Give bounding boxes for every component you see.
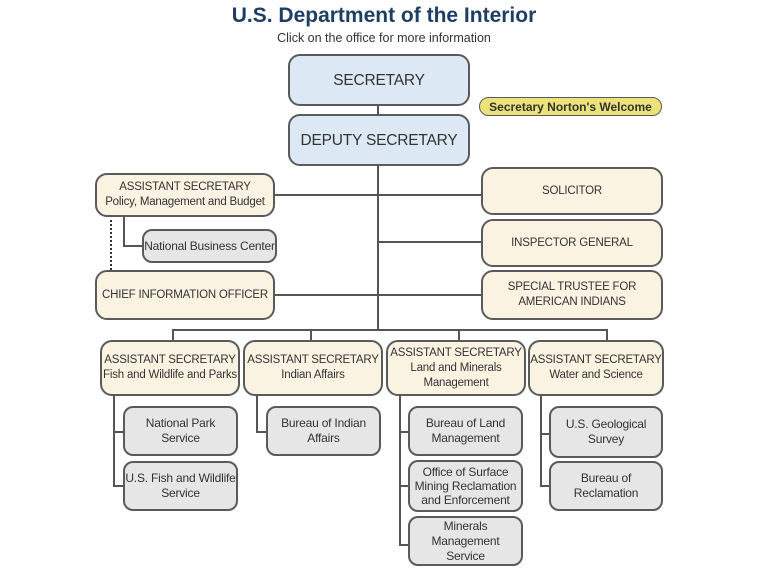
bureau-label: Office of Surface [422,465,509,479]
secretary-welcome-button[interactable]: Secretary Norton's Welcome [479,97,662,116]
connector-line [113,431,124,433]
deputy-secretary-label: DEPUTY SECRETARY [300,131,458,149]
asst-sec-sub: Fish and Wildlife and Parks [103,369,237,381]
connector-line [113,395,115,486]
fish-wildlife-service-box[interactable]: U.S. Fish and Wildlife Service [123,461,238,511]
bureau-label: Bureau of Land [425,416,506,430]
connector-line [172,329,608,331]
trustee-line2: AMERICAN INDIANS [518,296,626,308]
connector-line [399,395,401,546]
connector-line [377,105,379,115]
minerals-management-service-box[interactable]: Minerals Management Service [408,516,523,566]
page-subtitle: Click on the office for more information [277,31,491,45]
nbc-label: National Business Center [144,238,275,253]
asst-sec-fwp-box[interactable]: ASSISTANT SECRETARY Fish and Wildlife an… [100,340,240,396]
connector-line [540,485,550,487]
connector-line [606,329,608,341]
connector-line [113,485,124,487]
connector-line [399,485,409,487]
bureau-label: Bureau of Reclamation [573,471,639,500]
usgs-box[interactable]: U.S. Geological Survey [549,406,663,458]
solicitor-box[interactable]: SOLICITOR [481,167,663,215]
page-title: U.S. Department of the Interior [231,4,537,27]
connector-line [377,241,482,243]
connector-line [399,431,409,433]
connector-line [256,431,268,433]
bureau-label-2: Mining Reclamation [414,479,517,493]
secretary-box[interactable]: SECRETARY [288,54,470,106]
connector-line [310,329,312,341]
connector-line [377,165,379,330]
asst-sec-sub: Water and Science [549,369,643,381]
bureau-label: National Park Service [145,416,216,445]
inspector-general-label: INSPECTOR GENERAL [511,236,633,249]
dotted-connector [110,215,112,270]
solicitor-label: SOLICITOR [542,184,602,197]
asst-sec-ws-box[interactable]: ASSISTANT SECRETARY Water and Science [528,340,664,396]
asst-sec-sub: Indian Affairs [281,369,345,381]
inspector-general-box[interactable]: INSPECTOR GENERAL [481,219,663,267]
bureau-label-3: and Enforcement [421,493,510,507]
asst-sec-title: ASSISTANT SECRETARY [530,354,662,366]
connector-line [123,215,125,246]
osmre-box[interactable]: Office of Surface Mining Reclamation and… [408,460,523,512]
bureau-reclamation-box[interactable]: Bureau of Reclamation [549,461,663,511]
asst-sec-title: ASSISTANT SECRETARY [104,354,236,366]
special-trustee-box[interactable]: SPECIAL TRUSTEE FOR AMERICAN INDIANS [481,270,663,320]
deputy-secretary-box[interactable]: DEPUTY SECRETARY [288,114,470,166]
bureau-land-management-box[interactable]: Bureau of Land Management [408,406,523,456]
connector-line [256,395,258,433]
asst-sec-pmb-box[interactable]: ASSISTANT SECRETARY Policy, Management a… [95,173,275,217]
secretary-label: SECRETARY [333,71,425,89]
asst-sec-sub: Land and Minerals [410,361,502,374]
national-business-center-box[interactable]: National Business Center [142,229,277,263]
bureau-label-2: Service [446,548,485,563]
asst-sec-title: ASSISTANT SECRETARY [390,346,522,359]
connector-line [399,544,409,546]
asst-sec-lmm-box[interactable]: ASSISTANT SECRETARY Land and Minerals Ma… [386,340,526,396]
bureau-label-2: Affairs [307,431,340,445]
asst-sec-ia-box[interactable]: ASSISTANT SECRETARY Indian Affairs [243,340,383,396]
connector-line [123,245,143,247]
bureau-label-2: Service [161,486,200,500]
cio-box[interactable]: CHIEF INFORMATION OFFICER [95,270,275,320]
connector-line [540,395,542,486]
connector-line [172,329,174,341]
asst-sec-sub: Policy, Management and Budget [105,196,265,208]
bureau-label: U.S. Fish and Wildlife [125,471,236,485]
connector-line [274,194,482,196]
trustee-line1: SPECIAL TRUSTEE FOR [507,281,637,293]
bureau-indian-affairs-box[interactable]: Bureau of Indian Affairs [266,406,381,456]
bureau-label: U.S. Geological Survey [565,417,647,446]
connector-line [458,329,460,341]
connector-line [274,294,482,296]
connector-line [540,433,550,435]
national-park-service-box[interactable]: National Park Service [123,406,238,456]
bureau-label: Minerals Management [431,518,500,548]
asst-sec-title: ASSISTANT SECRETARY [247,354,379,366]
asst-sec-sub2: Management [423,376,489,389]
bureau-label: Bureau of Indian [281,416,366,430]
bureau-label-2: Management [431,431,500,445]
asst-sec-title: ASSISTANT SECRETARY [119,181,251,193]
cio-label: CHIEF INFORMATION OFFICER [101,288,268,301]
